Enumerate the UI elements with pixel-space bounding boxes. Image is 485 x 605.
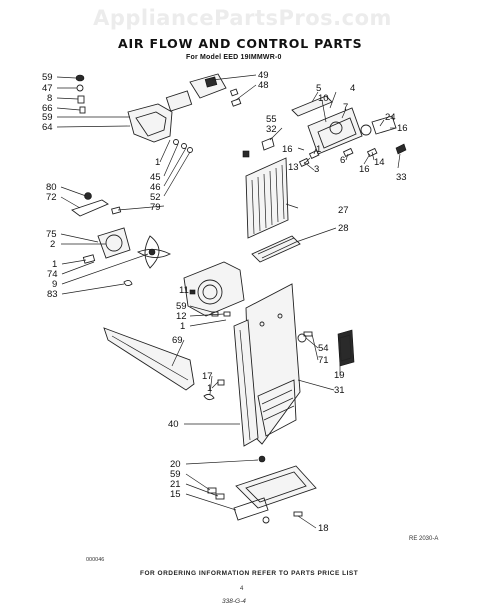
page-number: 4	[240, 586, 244, 592]
callout-15: 15	[170, 489, 181, 500]
callout-27: 27	[338, 205, 349, 216]
footer-code: 338-G-4	[222, 598, 246, 605]
callout-52: 52	[150, 192, 161, 203]
callout-10: 10	[318, 93, 329, 104]
callout-75: 75	[46, 229, 57, 240]
callout-8: 8	[47, 93, 52, 104]
callout-4: 4	[350, 83, 355, 94]
drain-trough-part	[207, 455, 317, 524]
callout-45: 45	[150, 172, 161, 183]
reference-code: RE 2030-A	[409, 536, 439, 542]
callout-9: 9	[52, 279, 57, 290]
callout-1: 1	[180, 321, 185, 332]
callout-49: 49	[258, 70, 269, 81]
callout-32: 32	[266, 124, 277, 135]
clip-part	[77, 95, 85, 104]
callout-5: 5	[316, 83, 321, 94]
callout-16: 16	[282, 144, 293, 155]
diagram-title: AIR FLOW AND CONTROL PARTS	[118, 36, 363, 51]
callout-33: 33	[396, 172, 407, 183]
callout-1: 1	[316, 144, 321, 155]
callout-12: 12	[176, 311, 187, 322]
callout-20: 20	[170, 459, 181, 470]
ordering-note: FOR ORDERING INFORMATION REFER TO PARTS …	[140, 570, 359, 577]
callout-2: 2	[50, 239, 55, 250]
evaporator-cover-part	[245, 157, 289, 239]
callout-83: 83	[47, 289, 58, 300]
control-housing-part	[75, 73, 242, 153]
callout-59: 59	[170, 469, 181, 480]
callout-74: 74	[47, 269, 58, 280]
callout-labels: 59 47 8 66 59 64 49 48 5 4 10 7 55 32 24…	[42, 70, 408, 534]
callout-21: 21	[170, 479, 181, 490]
diagram-subtitle: For Model EED 19IMMWR-0	[186, 54, 282, 61]
callout-7: 7	[343, 102, 348, 113]
channel-part	[103, 327, 195, 391]
callout-69: 69	[172, 335, 183, 346]
callout-1: 1	[207, 383, 212, 394]
grille-part	[251, 235, 301, 263]
document-code: 000046	[86, 557, 105, 563]
callout-1: 1	[52, 259, 57, 270]
callout-79: 79	[150, 202, 161, 213]
callout-54: 54	[318, 343, 329, 354]
air-duct-part	[233, 319, 259, 447]
callout-72: 72	[46, 192, 57, 203]
screw-part	[75, 74, 85, 82]
callout-16: 16	[359, 164, 370, 175]
grommet-part	[123, 279, 133, 287]
callout-6: 6	[340, 155, 345, 166]
fan-motor-assembly	[71, 192, 172, 287]
callout-55: 55	[266, 114, 277, 125]
callout-47: 47	[42, 83, 53, 94]
callout-59: 59	[176, 301, 187, 312]
rear-panel-part	[245, 283, 301, 445]
callout-19: 19	[334, 370, 345, 381]
clip-part	[79, 106, 86, 114]
callout-1: 1	[155, 157, 160, 168]
callout-3: 3	[314, 164, 319, 175]
callout-80: 80	[46, 182, 57, 193]
fan-bracket-part	[71, 199, 109, 217]
callout-66: 66	[42, 103, 53, 114]
screw-part	[230, 98, 242, 107]
fan-blade-part	[144, 235, 160, 269]
callout-11: 11	[179, 285, 189, 296]
damper-housing-part	[127, 103, 173, 143]
callout-13: 13	[288, 162, 299, 173]
callout-18: 18	[318, 523, 329, 534]
callout-48: 48	[258, 80, 269, 91]
callout-40: 40	[168, 419, 179, 430]
fan-shroud-part	[183, 261, 245, 317]
thermostat-part	[165, 90, 193, 112]
callout-24: 24	[385, 112, 396, 123]
watermark: AppliancePartsPros.com	[93, 6, 392, 30]
callout-64: 64	[42, 122, 53, 133]
callout-46: 46	[150, 182, 161, 193]
washer-part	[76, 84, 84, 92]
callout-14: 14	[374, 157, 385, 168]
callout-59: 59	[42, 112, 53, 123]
callout-59: 59	[42, 72, 53, 83]
callout-71: 71	[318, 355, 329, 366]
callout-17: 17	[202, 371, 213, 382]
callout-28: 28	[338, 223, 349, 234]
fan-motor-part	[97, 227, 131, 259]
leader-lines	[56, 74, 401, 529]
callout-16: 16	[397, 123, 408, 134]
callout-31: 31	[334, 385, 345, 396]
terminal-block-part	[297, 329, 355, 367]
